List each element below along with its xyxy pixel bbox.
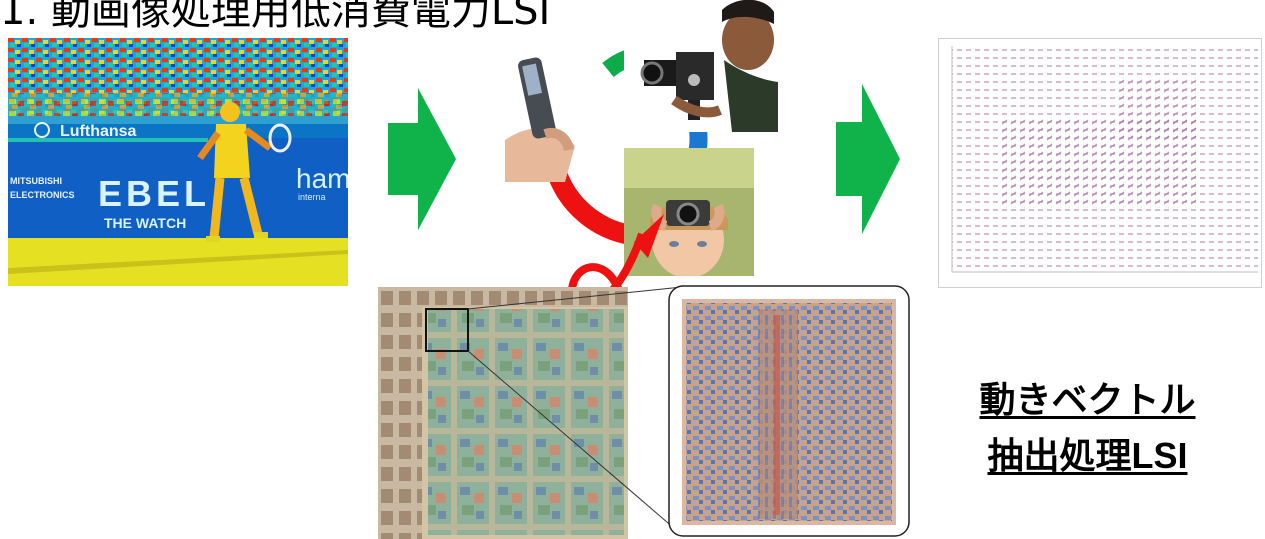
video-camera-photo [624, 0, 778, 132]
motion-vector-field [938, 38, 1262, 288]
zoom-connector [420, 285, 690, 539]
page-title: 1. 動画像処理用低消費電力LSI [0, 0, 550, 36]
tennis-right-text: ham [296, 163, 348, 194]
tennis-banner-text: EBEL [98, 173, 210, 214]
tennis-motion-image: Lufthansa EBEL THE WATCH MITSUBISHI ELEC… [8, 38, 348, 286]
lsi-caption: 動きベクトル 抽出処理LSI [945, 372, 1230, 484]
caption-line-1: 動きベクトル [945, 372, 1230, 428]
mobile-phone-photo [505, 50, 615, 182]
chip-detail-photo [668, 285, 910, 537]
caption-line-2: 抽出処理LSI [945, 428, 1230, 484]
arrow-right-icon-1 [388, 88, 456, 230]
tennis-right-sub: interna [298, 192, 326, 202]
tennis-side-text-1: MITSUBISHI [10, 176, 62, 186]
arrow-right-icon-2 [836, 84, 900, 234]
tennis-side-text-2: ELECTRONICS [10, 190, 75, 200]
tennis-banner-sub: THE WATCH [104, 215, 186, 231]
tennis-logo-text: Lufthansa [60, 123, 137, 140]
